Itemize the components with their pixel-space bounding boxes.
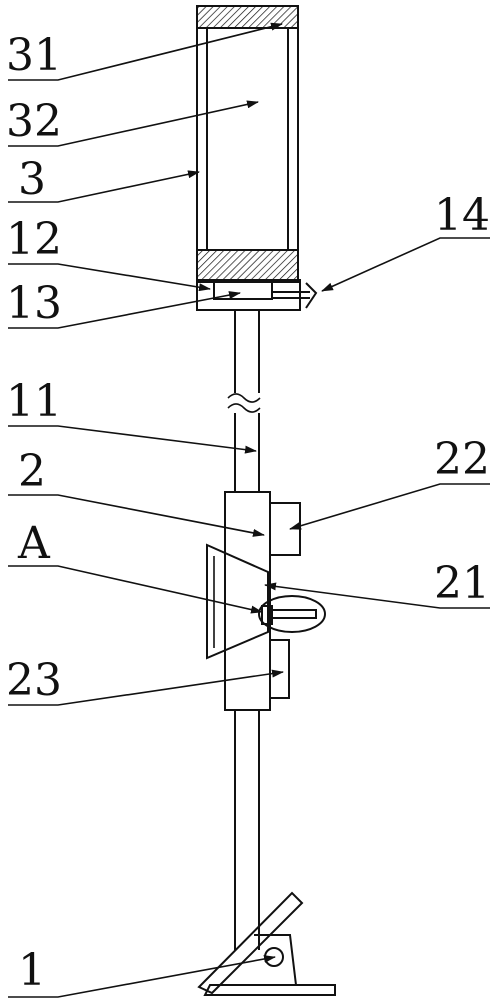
leader-3 <box>8 170 200 203</box>
top-container <box>196 5 318 311</box>
pole <box>227 310 261 950</box>
clamp-block <box>213 281 273 300</box>
funnel-shape <box>206 543 269 660</box>
base-plate <box>196 279 301 311</box>
leader-13 <box>8 291 241 329</box>
break-mark-bottom <box>227 403 261 413</box>
label-3: 3 <box>18 154 46 205</box>
leader-a <box>8 565 263 614</box>
leader-23 <box>8 669 284 706</box>
inner-compartment <box>206 27 289 251</box>
labels: 31 32 3 12 13 14 11 2 22 A 21 23 1 <box>6 30 490 996</box>
leader-21 <box>264 582 490 609</box>
break-mark-top <box>227 393 261 403</box>
leader-22 <box>289 483 490 530</box>
label-13: 13 <box>6 278 62 329</box>
label-2: 2 <box>18 446 46 497</box>
label-23: 23 <box>6 655 62 706</box>
leader-1 <box>8 955 276 998</box>
leader-11 <box>8 425 257 454</box>
lower-side-box <box>269 639 290 699</box>
leader-lines <box>8 22 490 998</box>
angled-plate <box>197 891 304 995</box>
label-22: 22 <box>434 434 490 485</box>
label-a: A <box>17 518 51 569</box>
label-31: 31 <box>6 30 62 81</box>
leader-12 <box>8 263 211 292</box>
label-21: 21 <box>434 558 490 609</box>
label-32: 32 <box>6 96 62 147</box>
ground-plate <box>203 984 336 996</box>
screw-shaft <box>271 609 317 619</box>
wing-nut <box>305 282 318 309</box>
detail-circle-a <box>258 595 326 633</box>
label-12: 12 <box>6 214 62 265</box>
slider-assembly <box>206 491 326 711</box>
leader-2 <box>8 494 265 537</box>
leader-14 <box>321 237 490 292</box>
upper-side-box <box>269 502 301 556</box>
leader-32 <box>8 100 259 147</box>
bottom-cap-hatched <box>196 249 299 281</box>
base-stand <box>197 891 336 996</box>
label-11: 11 <box>6 376 62 427</box>
leader-31 <box>8 22 283 81</box>
label-1: 1 <box>18 945 46 996</box>
label-14: 14 <box>434 190 490 241</box>
top-cap-hatched <box>196 5 299 29</box>
container-outer-wall <box>196 5 299 283</box>
